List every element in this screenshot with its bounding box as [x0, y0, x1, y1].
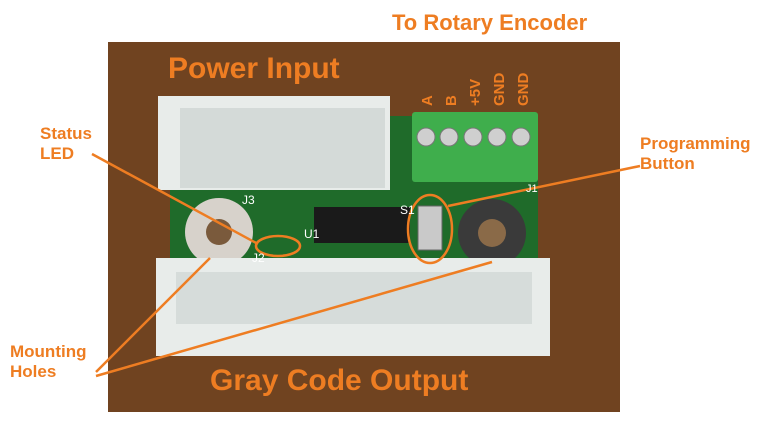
mounting-holes-label: Mounting Holes: [10, 342, 86, 381]
top-title: To Rotary Encoder: [392, 10, 588, 35]
programming-button-label: Programming Button: [640, 134, 751, 173]
terminal-label-gnd2: GND: [515, 73, 532, 107]
silk-u1: U1: [304, 227, 320, 241]
status-led-ring: [254, 234, 302, 258]
silk-s1: S1: [400, 203, 415, 217]
mounting-label-line2: Holes: [10, 361, 57, 381]
power-input-label: Power Input: [168, 52, 340, 85]
terminal-label-5v: +5V: [467, 79, 484, 106]
terminal-label-b: B: [443, 95, 460, 106]
silk-j1: J1: [526, 183, 538, 195]
status-led-label-line1: Status: [40, 124, 92, 143]
mounting-pointer-left: [95, 257, 211, 373]
programming-pointer: [447, 164, 641, 208]
programming-button-body: [417, 205, 443, 251]
programming-label-line1: Programming: [640, 134, 751, 153]
gray-code-output-label: Gray Code Output: [210, 364, 469, 397]
mounting-pointer-right: [95, 260, 493, 378]
power-connector-shade: [180, 108, 385, 188]
silk-j3: J3: [242, 193, 255, 207]
programming-button-ring: [406, 193, 454, 265]
status-led-label: Status LED: [40, 124, 92, 163]
terminal-label-a: A: [419, 95, 436, 106]
chip-u1: [314, 207, 410, 243]
status-led-label-line2: LED: [40, 143, 74, 163]
mounting-label-line1: Mounting: [10, 342, 87, 361]
status-led-pointer: [91, 152, 259, 246]
terminal-block: [412, 112, 538, 182]
output-connector-shade: [176, 272, 532, 324]
programming-label-line2: Button: [640, 153, 695, 173]
terminal-screws: [416, 127, 531, 147]
silk-j2: J2: [252, 251, 265, 265]
terminal-label-gnd1: GND: [491, 73, 508, 107]
